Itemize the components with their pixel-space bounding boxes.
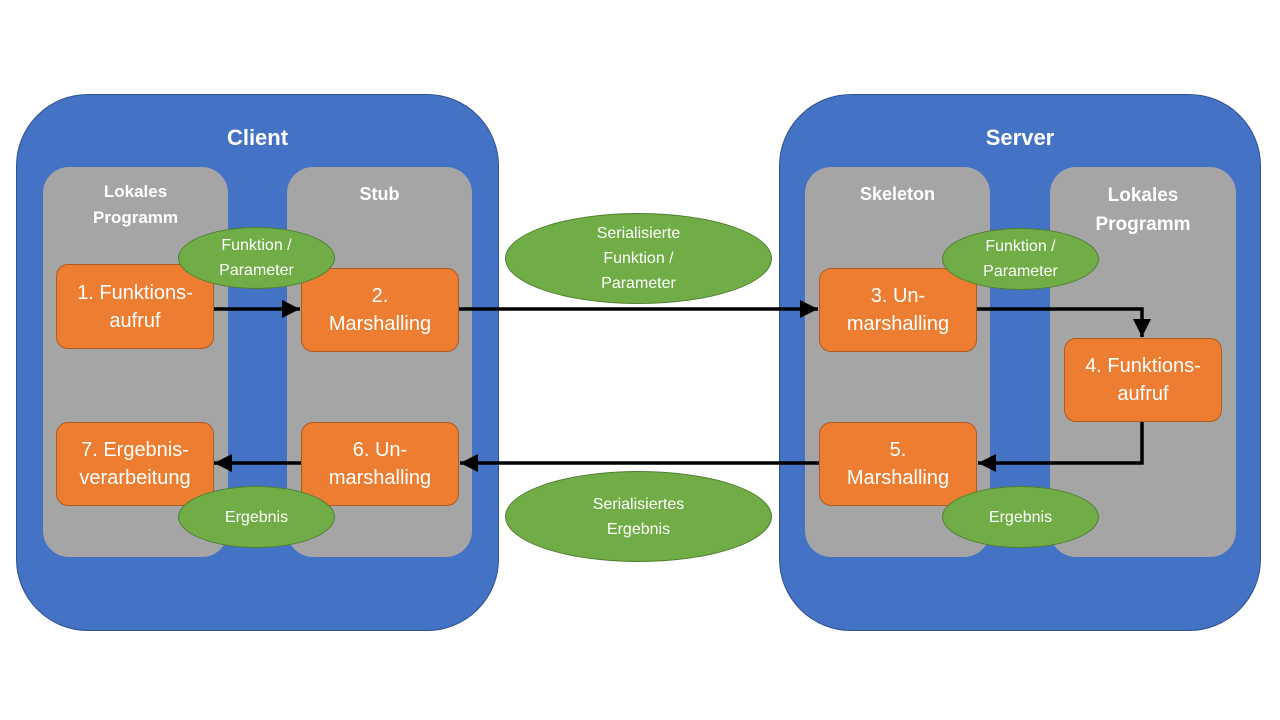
server-skeleton-title: Skeleton (859, 184, 936, 204)
step-3-unmarshalling: 3. Un- marshalling (819, 268, 977, 352)
network-request-message: Serialisierte Funktion / Parameter (505, 213, 772, 304)
server-local-program-title: Lokales Programm (1095, 185, 1191, 235)
step-7-result-processing: 7. Ergebnis- verarbeitung (56, 422, 214, 506)
arrow-3-to-4 (976, 307, 1151, 337)
step-1-function-call: 1. Funktions- aufruf (56, 264, 214, 349)
server-title: Server (985, 125, 1055, 150)
step-2-marshalling: 2. Marshalling (301, 268, 459, 352)
server-call-message: Funktion / Parameter (942, 228, 1099, 290)
arrow-4-to-5 (978, 422, 1144, 472)
step-6-unmarshalling: 6. Un- marshalling (301, 422, 459, 506)
client-title: Client (226, 125, 289, 150)
client-local-program-title: Lokales Programm (92, 182, 179, 227)
server-result-message: Ergebnis (942, 486, 1099, 548)
network-response-message: Serialisiertes Ergebnis (505, 471, 772, 562)
client-call-message: Funktion / Parameter (178, 227, 335, 289)
step-4-function-call: 4. Funktions- aufruf (1064, 338, 1222, 422)
client-result-message: Ergebnis (178, 486, 335, 548)
step-5-marshalling: 5. Marshalling (819, 422, 977, 506)
client-stub-title: Stub (359, 184, 400, 204)
